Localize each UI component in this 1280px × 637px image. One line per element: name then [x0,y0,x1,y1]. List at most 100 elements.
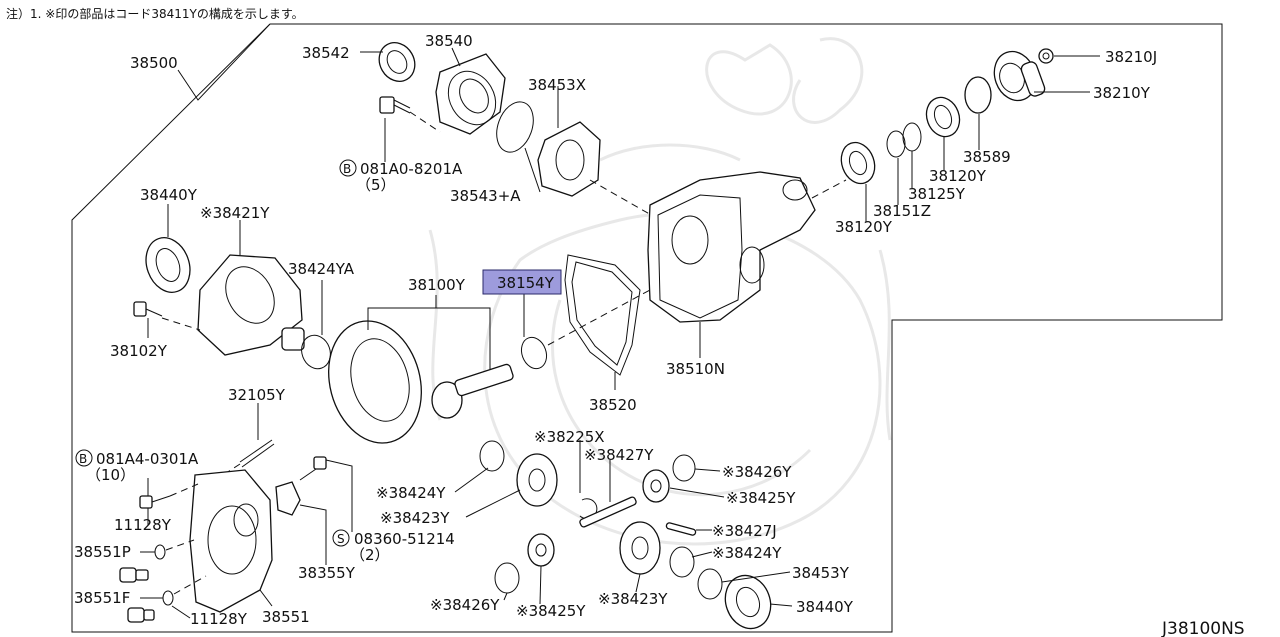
part-bolt-081a0 [379,96,411,114]
label-38210y[interactable]: 38210Y [1093,84,1151,102]
label-38423y-a[interactable]: ※38423Y [380,509,450,527]
screw-symbol-s-letter: S [337,532,345,546]
label-38125y[interactable]: 38125Y [908,185,966,203]
label-38589[interactable]: 38589 [963,148,1011,166]
bolt-symbol-b2-letter: B [79,452,87,466]
label-38551f[interactable]: 38551F [74,589,130,607]
part-o-ring [496,101,534,153]
part-38426y-washer-b [494,562,520,594]
part-38453x-gasket [537,121,601,197]
label-38426y-b[interactable]: ※38426Y [430,596,500,614]
part-38551p-plug [119,567,149,583]
part-38423y-side-gear-a [516,453,558,507]
part-38424ya-washer [301,334,331,370]
label-08360-51214[interactable]: 08360-51214 [354,530,455,548]
part-38421y-diff-case [197,254,305,356]
label-qty-5: （5） [356,176,396,194]
highlight-box [482,269,562,295]
part-38427y-pinion-shaft [579,496,637,528]
label-38102y[interactable]: 38102Y [110,342,168,360]
label-38210j[interactable]: 38210J [1105,48,1157,66]
part-screw-08360 [299,456,327,481]
footnote: 注）1. ※印の部品はコード38411Yの構成を示します。 [6,6,304,21]
label-38551p[interactable]: 38551P [74,543,131,561]
label-38520[interactable]: 38520 [589,396,637,414]
part-38427j-pin [665,522,697,536]
part-38154y-washer [520,336,548,370]
label-38453y[interactable]: 38453Y [792,564,850,582]
part-labels: 38500 38542 38540 38453X B 081A0-8201A （… [74,32,1245,637]
label-38154y[interactable]: 38154Y [497,274,555,292]
part-38540-retainer [435,53,506,135]
part-38520-gasket [564,254,641,376]
part-38210j-nut [1038,48,1054,64]
part-38424y-washer-b [669,546,695,578]
part-38440y-bearing-b [724,574,772,630]
label-081a4-0301a[interactable]: 081A4-0301A [96,450,199,468]
part-38151z-spacer [886,130,906,158]
label-38440y-a[interactable]: 38440Y [140,186,198,204]
dash-washer-case [547,289,651,346]
bolt-symbol-b1 [339,159,357,177]
label-38424y-b[interactable]: ※38424Y [712,544,782,562]
part-38355y-bracket [275,481,301,516]
dash-plug-a [165,539,195,551]
part-32105y-stud [239,439,275,468]
watermark-logo [428,37,892,546]
label-qty-2: （2） [350,546,390,564]
part-38425y-pinion-mate-a [642,469,670,503]
part-38453y-seal [697,568,723,600]
part-11128y-washer-a [154,544,166,560]
part-38510n-carrier-case [647,171,816,323]
dash-plug-b [173,575,207,595]
part-38542-oil-seal [378,42,416,82]
label-38421y[interactable]: ※38421Y [200,204,270,222]
label-38355y[interactable]: 38355Y [298,564,356,582]
dash-bolt-a [409,111,441,133]
bolt-symbol-b1-letter: B [343,162,351,176]
label-38151z[interactable]: 38151Z [873,202,931,220]
label-38540[interactable]: 38540 [425,32,473,50]
part-38551f-plug [127,607,155,623]
label-38225x[interactable]: ※38225X [534,428,605,446]
part-11128y-washer-b [162,590,174,606]
dash-cover-bolt [169,483,199,497]
label-38510n[interactable]: 38510N [666,360,725,378]
label-38426y-a[interactable]: ※38426Y [722,463,792,481]
label-11128y-a[interactable]: 11128Y [114,516,172,534]
label-081a0-8201a[interactable]: 081A0-8201A [360,160,463,178]
label-38100y[interactable]: 38100Y [408,276,466,294]
part-38426y-washer-a [672,454,696,482]
label-38453x[interactable]: 38453X [528,76,586,94]
part-38425y-pinion-mate-b [527,533,555,567]
label-38424y-a[interactable]: ※38424Y [376,484,446,502]
label-38543a[interactable]: 38543+A [450,187,521,205]
part-38589-seal [964,76,992,114]
part-38210y-companion-flange [993,50,1046,102]
label-32105y[interactable]: 32105Y [228,386,286,404]
label-38120y-a[interactable]: 38120Y [929,167,987,185]
part-38423y-side-gear-b [619,521,661,575]
label-38427j[interactable]: ※38427J [712,522,777,540]
diagram-code: J38100NS [1161,619,1245,637]
label-38551[interactable]: 38551 [262,608,310,626]
label-38500[interactable]: 38500 [130,54,178,72]
label-38427y[interactable]: ※38427Y [584,446,654,464]
label-38423y-b[interactable]: ※38423Y [598,590,668,608]
part-38551-rear-cover [189,469,273,613]
label-38425y-b[interactable]: ※38425Y [516,602,586,620]
part-bolt-081a4 [139,495,171,509]
label-38424ya[interactable]: 38424YA [288,260,355,278]
label-38425y-a[interactable]: ※38425Y [726,489,796,507]
leader-lines [140,23,1100,619]
label-qty-10: （10） [86,466,135,484]
label-38120y-b[interactable]: 38120Y [835,218,893,236]
part-38424y-washer-a [479,440,505,472]
label-11128y-b[interactable]: 11128Y [190,610,248,628]
part-38120y-bearing-b [840,141,876,185]
part-38125y-washer [902,122,922,152]
label-38542[interactable]: 38542 [302,44,350,62]
label-38440y-b[interactable]: 38440Y [796,598,854,616]
bolt-symbol-b2 [75,449,93,467]
